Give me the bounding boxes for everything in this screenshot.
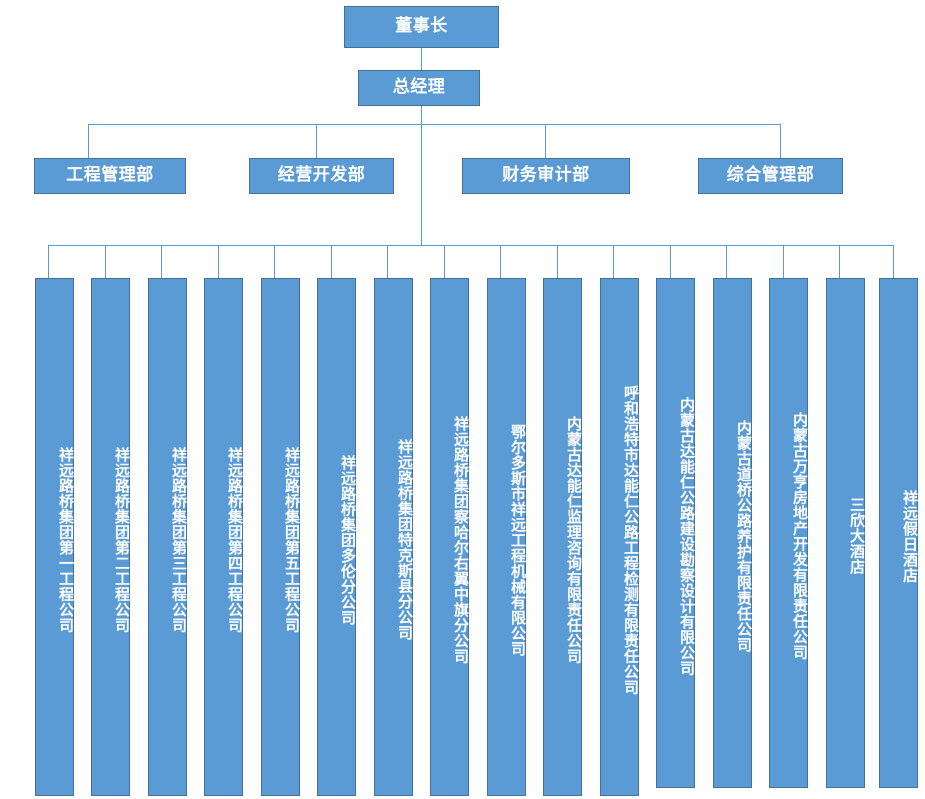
- node-subsidiary-label: 祥远路桥集团多伦分公司: [339, 454, 357, 626]
- node-department-general-administration[interactable]: 综合管理部: [698, 158, 843, 194]
- node-subsidiary-label: 祥远路桥集团察哈尔右翼中旗分公司: [452, 416, 470, 664]
- node-subsidiary-8[interactable]: 祥远路桥集团察哈尔右翼中旗分公司: [430, 278, 470, 796]
- connector-drop-dept-2: [316, 124, 317, 158]
- node-subsidiary-10[interactable]: 内蒙古达能仁监理咨询有限责任公司: [543, 278, 583, 796]
- connector-subsidiary-bus: [48, 245, 893, 246]
- node-subsidiary-label: 呼和浩特市达能仁公路工程检测有限责任公司: [622, 385, 640, 695]
- connector-drop-sub-1: [48, 245, 49, 278]
- node-general-manager[interactable]: 总经理: [358, 70, 480, 106]
- node-department-business-development[interactable]: 经营开发部: [249, 158, 394, 194]
- node-subsidiary-label: 祥远路桥集团第一工程公司: [57, 447, 75, 633]
- node-subsidiary-14[interactable]: 内蒙古万亨房地产开发有限责任公司: [769, 278, 809, 788]
- connector-drop-sub-4: [218, 245, 219, 278]
- node-subsidiary-label: 内蒙古达能仁公路建设勘察设计有限公司: [678, 396, 696, 676]
- node-subsidiary-label: 内蒙古达能仁监理咨询有限责任公司: [565, 416, 583, 664]
- connector-drop-sub-12: [670, 245, 671, 278]
- node-subsidiary-label: 内蒙古万亨房地产开发有限责任公司: [791, 412, 809, 660]
- node-subsidiary-2[interactable]: 祥远路桥集团第二工程公司: [91, 278, 131, 796]
- connector-drop-sub-3: [161, 245, 162, 278]
- connector-drop-sub-2: [105, 245, 106, 278]
- connector-drop-dept-4: [780, 124, 781, 158]
- node-subsidiary-11[interactable]: 呼和浩特市达能仁公路工程检测有限责任公司: [600, 278, 640, 796]
- connector-drop-sub-8: [444, 245, 445, 278]
- node-subsidiary-label: 祥远路桥集团第四工程公司: [226, 447, 244, 633]
- node-subsidiary-label: 祥远假日酒店: [901, 489, 919, 583]
- node-department-label: 财务审计部: [502, 165, 590, 186]
- node-subsidiary-13[interactable]: 内蒙古道桥公路养护有限责任公司: [713, 278, 753, 788]
- node-subsidiary-label: 鄂尔多斯市祥远工程机械有限公司: [509, 423, 527, 657]
- node-department-label: 综合管理部: [726, 165, 815, 186]
- node-subsidiary-5[interactable]: 祥远路桥集团第五工程公司: [261, 278, 301, 796]
- node-subsidiary-label: 祥远路桥集团第二工程公司: [113, 447, 131, 633]
- connector-drop-dept-1: [88, 124, 89, 158]
- node-subsidiary-label: 三欣大酒店: [848, 497, 866, 575]
- node-department-label: 工程管理部: [66, 165, 154, 186]
- node-subsidiary-label: 祥远路桥集团特克斯县分公司: [396, 439, 414, 641]
- node-chairman[interactable]: 董事长: [344, 6, 499, 48]
- connector-department-bus: [88, 124, 781, 125]
- connector-chairman-to-gm: [421, 48, 422, 70]
- connector-drop-sub-15: [839, 245, 840, 278]
- connector-drop-sub-13: [726, 245, 727, 278]
- node-subsidiary-1[interactable]: 祥远路桥集团第一工程公司: [35, 278, 75, 796]
- node-subsidiary-label: 内蒙古道桥公路养护有限责任公司: [735, 419, 753, 653]
- connector-drop-sub-6: [331, 245, 332, 278]
- node-department-engineering-management[interactable]: 工程管理部: [34, 158, 186, 194]
- node-department-label: 经营开发部: [277, 165, 366, 186]
- node-subsidiary-6[interactable]: 祥远路桥集团多伦分公司: [317, 278, 357, 796]
- connector-drop-sub-10: [557, 245, 558, 278]
- node-subsidiary-9[interactable]: 鄂尔多斯市祥远工程机械有限公司: [487, 278, 527, 796]
- connector-drop-sub-11: [613, 245, 614, 278]
- connector-drop-dept-3: [545, 124, 546, 158]
- node-general-manager-label: 总经理: [392, 77, 446, 98]
- node-subsidiary-7[interactable]: 祥远路桥集团特克斯县分公司: [374, 278, 414, 796]
- node-subsidiary-4[interactable]: 祥远路桥集团第四工程公司: [204, 278, 244, 796]
- node-subsidiary-12[interactable]: 内蒙古达能仁公路建设勘察设计有限公司: [656, 278, 696, 788]
- node-department-finance-audit[interactable]: 财务审计部: [462, 158, 630, 194]
- node-subsidiary-3[interactable]: 祥远路桥集团第三工程公司: [148, 278, 188, 796]
- connector-gm-to-subsidiary-bus: [421, 124, 422, 245]
- connector-drop-sub-16: [893, 245, 894, 278]
- node-subsidiary-label: 祥远路桥集团第三工程公司: [170, 447, 188, 633]
- connector-drop-sub-14: [783, 245, 784, 278]
- node-subsidiary-label: 祥远路桥集团第五工程公司: [283, 447, 301, 633]
- node-subsidiary-16[interactable]: 祥远假日酒店: [879, 278, 919, 788]
- connector-drop-sub-5: [274, 245, 275, 278]
- connector-drop-sub-7: [387, 245, 388, 278]
- node-chairman-label: 董事长: [395, 16, 448, 37]
- connector-drop-sub-9: [500, 245, 501, 278]
- connector-gm-stem: [421, 106, 422, 124]
- node-subsidiary-15[interactable]: 三欣大酒店: [826, 278, 866, 788]
